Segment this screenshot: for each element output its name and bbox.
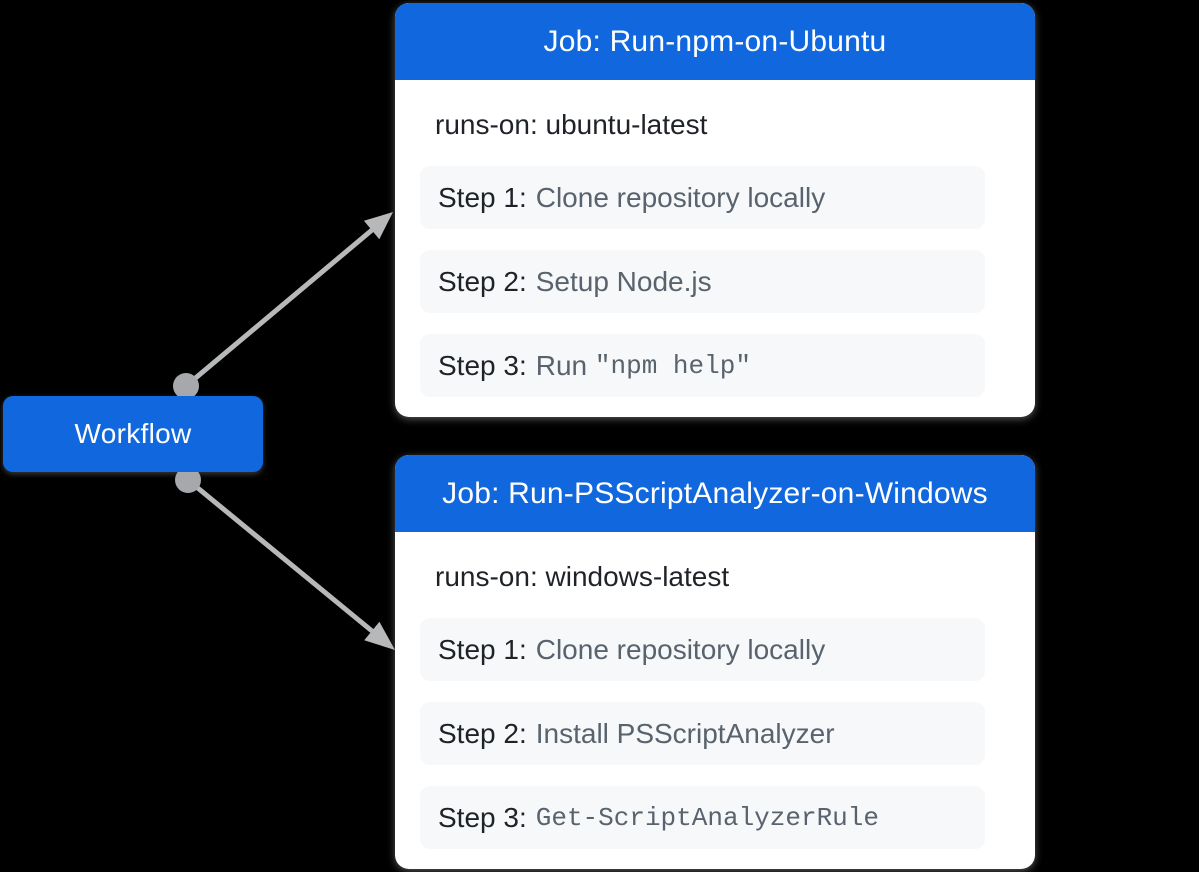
job-card-run-npm-on-ubuntu: Job: Run-npm-on-Ubuntu runs-on: ubuntu-l… xyxy=(395,3,1035,417)
job-card-run-psscriptanalyzer-on-windows: Job: Run-PSScriptAnalyzer-on-Windows run… xyxy=(395,455,1035,869)
step-code: Get-ScriptAnalyzerRule xyxy=(535,802,879,833)
connector-dot-bottom xyxy=(175,467,201,493)
step-row: Step 2:Install PSScriptAnalyzer xyxy=(420,702,985,765)
runs-on-label: runs-on: windows-latest xyxy=(435,561,730,592)
step-row: Step 1:Clone repository locally xyxy=(420,166,985,229)
step-description: Setup Node.js xyxy=(535,265,712,297)
connector-dot-top xyxy=(173,373,199,399)
workflow-node-label: Workflow xyxy=(74,418,192,449)
step-description: Clone repository locally xyxy=(535,181,826,213)
step-number-label: Step 3: xyxy=(438,349,527,381)
step-code: "npm help" xyxy=(594,350,751,381)
job-card-body: runs-on: ubuntu-latest Step 1:Clone repo… xyxy=(395,80,1035,397)
step-row: Step 1:Clone repository locally xyxy=(420,618,985,681)
step-number-label: Step 2: xyxy=(438,717,527,749)
step-number-label: Step 1: xyxy=(438,181,527,213)
step-description: Run xyxy=(535,349,595,381)
step-number-label: Step 2: xyxy=(438,265,527,297)
step-number-label: Step 3: xyxy=(438,801,527,833)
step-row: Step 2:Setup Node.js xyxy=(420,250,985,313)
connector-line-top xyxy=(184,228,374,388)
arrowhead-top-icon xyxy=(363,212,393,240)
connector-line-bottom xyxy=(186,478,374,633)
step-number-label: Step 1: xyxy=(438,633,527,665)
workflow-node: Workflow xyxy=(3,396,263,472)
step-description: Clone repository locally xyxy=(535,633,826,665)
step-description: Install PSScriptAnalyzer xyxy=(535,717,835,749)
step-row: Step 3:Run "npm help" xyxy=(420,334,985,397)
job-card-title: Job: Run-PSScriptAnalyzer-on-Windows xyxy=(395,455,1035,532)
job-card-title: Job: Run-npm-on-Ubuntu xyxy=(395,3,1035,80)
arrowhead-bottom-icon xyxy=(364,621,395,650)
runs-on-label: runs-on: ubuntu-latest xyxy=(435,109,708,140)
job-card-body: runs-on: windows-latest Step 1:Clone rep… xyxy=(395,532,1035,849)
step-row: Step 3: Get-ScriptAnalyzerRule xyxy=(420,786,985,849)
